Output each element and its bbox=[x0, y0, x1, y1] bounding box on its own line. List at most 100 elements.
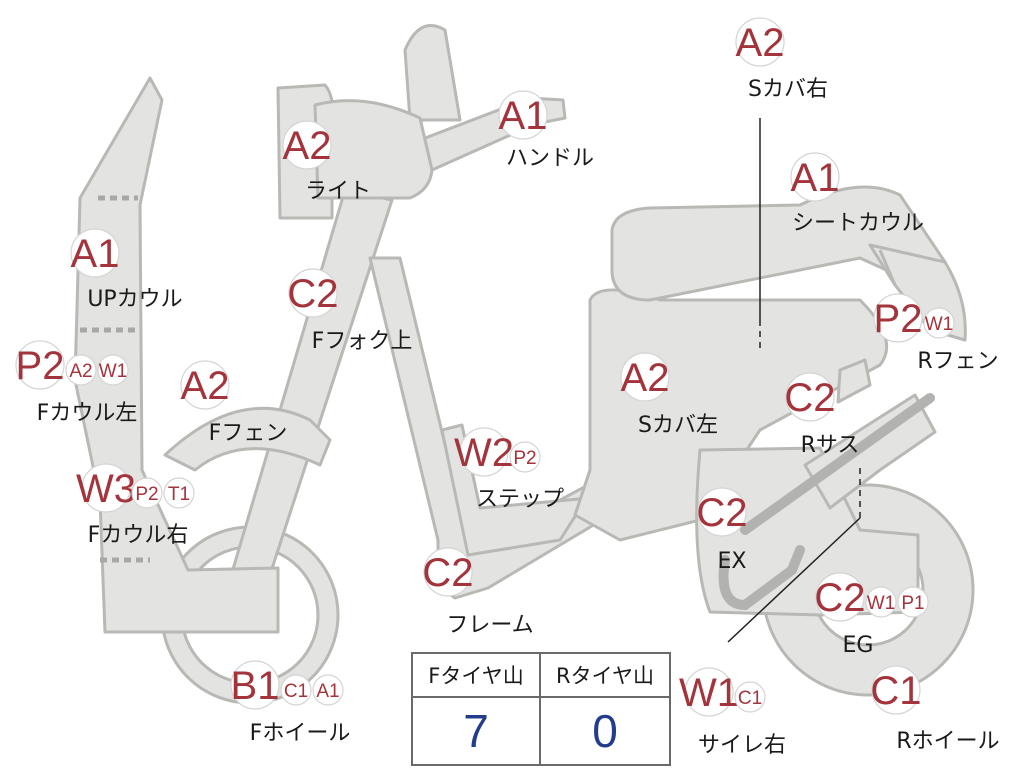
badge-circle bbox=[180, 360, 230, 410]
badge-code-text: C2 bbox=[784, 376, 835, 420]
f-cowl-left-label: Fカウル左 bbox=[37, 401, 138, 426]
s-cover-right-label: Sカバ右 bbox=[748, 77, 828, 102]
engine-damage-code-3: P1 bbox=[897, 586, 929, 618]
badge-circle bbox=[312, 674, 344, 706]
badge-code-text: A2 bbox=[69, 361, 92, 382]
s-cover-left-damage-code-1: A2 bbox=[620, 352, 670, 402]
f-cowl-right-damage-code-2: P2 bbox=[131, 477, 163, 509]
badge-circle bbox=[923, 307, 955, 339]
f-wheel-damage-code-2: C1 bbox=[280, 674, 312, 706]
badge-code-text: W2 bbox=[454, 431, 514, 475]
badge-circle bbox=[70, 228, 120, 278]
exhaust-damage-code-1: C2 bbox=[696, 487, 748, 537]
s-cover-right-damage-code-1: A2 bbox=[735, 17, 785, 67]
badge-circle bbox=[865, 586, 897, 618]
r-wheel-label: Rホイール bbox=[896, 729, 999, 754]
f-fork-upper-label: Fフォク上 bbox=[312, 329, 413, 354]
badge-code-text: A1 bbox=[71, 232, 120, 276]
badge-circle bbox=[509, 441, 541, 473]
exhaust-label: EX bbox=[718, 549, 747, 574]
rear-tire-tread-value: 0 bbox=[592, 705, 618, 757]
badge-circle bbox=[282, 120, 332, 170]
rear-shock-shape bbox=[836, 358, 872, 404]
f-cowl-right-damage-code-3: T1 bbox=[163, 477, 195, 509]
badge-code-text: C2 bbox=[814, 576, 865, 620]
f-cowl-right-label: Fカウル右 bbox=[88, 523, 189, 548]
f-cowl-left-damage-code-2: A2 bbox=[65, 354, 97, 386]
badge-circle bbox=[131, 477, 163, 509]
badge-code-text: A2 bbox=[736, 21, 785, 65]
badge-circle bbox=[498, 90, 548, 140]
f-cowl-left-damage-code-1: P2 bbox=[15, 340, 65, 390]
light-damage-code-1: A2 bbox=[282, 120, 332, 170]
muffler-right-damage-code-1: W1 bbox=[679, 667, 739, 717]
badge-code-text: A1 bbox=[316, 681, 339, 702]
seat-cowl-damage-code-1: A1 bbox=[790, 152, 840, 202]
badge-code-text: C1 bbox=[870, 669, 921, 713]
badge-code-text: A2 bbox=[283, 124, 332, 168]
badge-circle bbox=[897, 586, 929, 618]
badge-circle bbox=[163, 477, 195, 509]
badge-code-text: T1 bbox=[168, 484, 190, 505]
step-damage-code-2: P2 bbox=[509, 441, 541, 473]
muffler-pipe-shape bbox=[740, 393, 935, 535]
f-wheel-damage-code-1: B1 bbox=[230, 660, 280, 710]
seat-cowl-label: シートカウル bbox=[792, 211, 924, 236]
badge-code-text: A2 bbox=[621, 356, 670, 400]
f-cowl-left-damage-code-3: W1 bbox=[97, 354, 129, 386]
step-damage-code-1: W2 bbox=[454, 427, 514, 477]
engine-shape bbox=[695, 446, 920, 617]
front-tire-tread-header: Fタイヤ山 bbox=[413, 654, 541, 698]
r-wheel-damage-code-1: C1 bbox=[870, 665, 922, 715]
head-cover-shape bbox=[313, 99, 434, 200]
frame-label: フレーム bbox=[446, 613, 533, 638]
badge-code-text: P2 bbox=[135, 484, 158, 505]
badge-code-text: W1 bbox=[867, 593, 896, 614]
badge-code-text: P1 bbox=[901, 593, 924, 614]
badge-code-text: B1 bbox=[231, 664, 280, 708]
badge-circle bbox=[459, 427, 509, 477]
badge-circle bbox=[65, 354, 97, 386]
badge-code-text: P2 bbox=[513, 448, 536, 469]
muffler-leader bbox=[727, 517, 861, 643]
front-tire-tread-value: 7 bbox=[413, 698, 541, 764]
badge-circle bbox=[230, 660, 280, 710]
exhaust-shape bbox=[718, 545, 805, 611]
badge-circle bbox=[81, 463, 131, 513]
seat-shape bbox=[610, 185, 947, 302]
engine-label: EG bbox=[843, 633, 874, 658]
engine-damage-code-1: C2 bbox=[814, 572, 866, 622]
frame-inner-line bbox=[878, 249, 897, 286]
badge-circle bbox=[873, 293, 923, 343]
badge-circle bbox=[97, 354, 129, 386]
badge-circle bbox=[785, 372, 835, 422]
f-wheel-label: Fホイール bbox=[250, 721, 351, 746]
leader-lines bbox=[727, 118, 861, 643]
s-cover-left-label: Sカバ左 bbox=[638, 413, 718, 438]
windscreen-shape bbox=[403, 24, 462, 122]
tire-tread-table: Fタイヤ山 Rタイヤ山 7 0 bbox=[411, 652, 671, 766]
r-suspension-damage-code-1: C2 bbox=[784, 372, 836, 422]
badge-circle bbox=[15, 340, 65, 390]
up-cowl-label: UPカウル bbox=[87, 287, 182, 312]
rear-tire-tread-header: Rタイヤ山 bbox=[541, 654, 669, 698]
handle-label: ハンドル bbox=[506, 146, 594, 171]
handle-damage-code-1: A1 bbox=[498, 90, 548, 140]
frame-damage-code-1: C2 bbox=[422, 547, 474, 597]
badge-code-text: C1 bbox=[738, 688, 762, 709]
badge-circle bbox=[735, 17, 785, 67]
badge-code-text: W3 bbox=[76, 467, 136, 511]
f-cowl-right-damage-code-1: W3 bbox=[76, 463, 136, 513]
badge-code-text: P2 bbox=[874, 297, 923, 341]
badge-code-text: A2 bbox=[181, 364, 230, 408]
badge-code-text: C2 bbox=[287, 272, 338, 316]
badge-circle bbox=[871, 665, 921, 715]
f-fender-damage-code-1: A2 bbox=[180, 360, 230, 410]
muffler-right-damage-code-2: C1 bbox=[734, 681, 766, 713]
badge-circle bbox=[684, 667, 734, 717]
f-fender-label: Fフェン bbox=[209, 421, 288, 446]
badge-code-text: W1 bbox=[679, 671, 739, 715]
r-fender-label: Rフェン bbox=[917, 349, 998, 374]
